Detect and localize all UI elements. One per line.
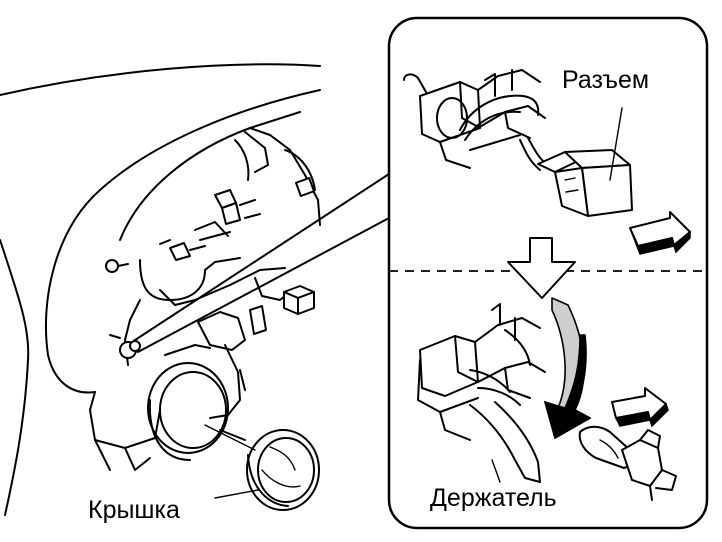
cover-label-leader (214, 489, 259, 499)
holder-removal (417, 297, 677, 501)
holder-label: Держатель (430, 484, 557, 512)
small-connector-cube (283, 285, 315, 315)
zoom-callout-lines (131, 173, 390, 353)
pin-head (105, 259, 119, 273)
bulb-socket-ring (147, 362, 229, 461)
headlamp-housing (0, 63, 321, 516)
cover-cap (246, 429, 320, 511)
mounting-pin (159, 239, 206, 261)
cover-leader-line (204, 424, 256, 451)
halogen-bulb (578, 425, 677, 501)
bulb-grommet (109, 334, 141, 359)
connector-label: Разъем (562, 66, 649, 94)
cover-label: Крышка (88, 496, 180, 524)
down-arrow-icon (507, 237, 576, 299)
holder-leader (491, 459, 501, 483)
right-arrow-icon (629, 211, 691, 255)
connector-leader (609, 107, 623, 181)
curved-arrow-icon (543, 297, 592, 440)
mounting-pin (214, 189, 261, 225)
connector-plug (537, 149, 633, 217)
right-arrow-icon (611, 387, 669, 428)
holder-with-connector (403, 69, 691, 255)
